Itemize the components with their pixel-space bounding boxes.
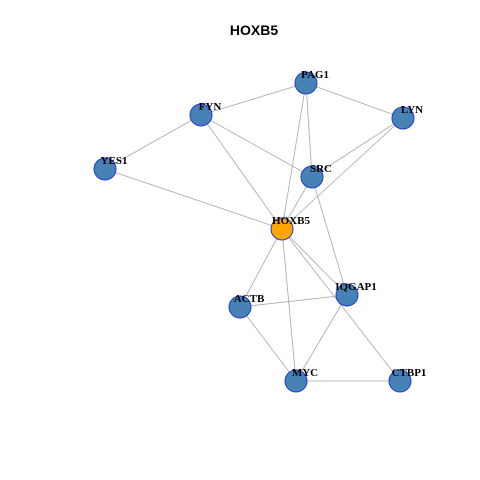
node-circle-ctbp1 [388,369,412,393]
node-circle-myc [284,369,308,393]
node-iqgap1: IQGAP1 [335,281,377,307]
edge-src-iqgap1 [311,176,348,296]
node-label-iqgap1: IQGAP1 [335,281,377,293]
edge-actb-iqgap1 [239,294,348,308]
edge-fyn-hoxb5 [200,114,283,230]
edge-yes1-hoxb5 [104,168,283,230]
node-src: SRC [300,163,332,189]
node-label-src: SRC [310,163,332,175]
node-label-yes1: YES1 [101,155,128,167]
node-circle-src [300,165,324,189]
edge-iqgap1-myc [295,294,348,382]
edge-pag1-src [305,82,313,178]
edge-layer [104,82,404,382]
edge-fyn-src [200,114,313,178]
node-yes1: YES1 [93,155,128,181]
graph-title: HOXB5 [230,22,278,38]
node-circle-actb [228,295,252,319]
edge-hoxb5-myc [281,228,297,382]
node-actb: ACTB [228,293,265,319]
edge-pag1-hoxb5 [281,82,307,230]
node-label-fyn: FYN [199,101,222,113]
node-fyn: FYN [189,101,222,127]
edge-hoxb5-actb [239,228,283,308]
edge-pag1-lyn [305,82,404,119]
edge-actb-myc [239,306,297,382]
node-label-myc: MYC [292,367,318,379]
edge-lyn-src [311,117,404,178]
edge-hoxb5-iqgap1 [281,228,348,296]
node-pag1: PAG1 [294,69,329,95]
node-lyn: LYN [391,104,423,130]
node-label-pag1: PAG1 [301,69,329,81]
node-myc: MYC [284,367,318,393]
node-circle-pag1 [294,71,318,95]
node-circle-iqgap1 [335,283,359,307]
node-label-hoxb5: HOXB5 [272,215,310,227]
node-ctbp1: CTBP1 [388,367,427,393]
edge-fyn-pag1 [200,82,307,116]
node-circle-hoxb5 [270,217,294,241]
node-hoxb5: HOXB5 [270,215,310,241]
node-label-ctbp1: CTBP1 [392,367,427,379]
node-circle-fyn [189,103,213,127]
node-circle-yes1 [93,157,117,181]
node-circle-lyn [391,106,415,130]
node-label-actb: ACTB [234,293,265,305]
node-label-lyn: LYN [401,104,423,116]
edge-lyn-hoxb5 [281,117,404,230]
edge-fyn-yes1 [104,114,202,170]
